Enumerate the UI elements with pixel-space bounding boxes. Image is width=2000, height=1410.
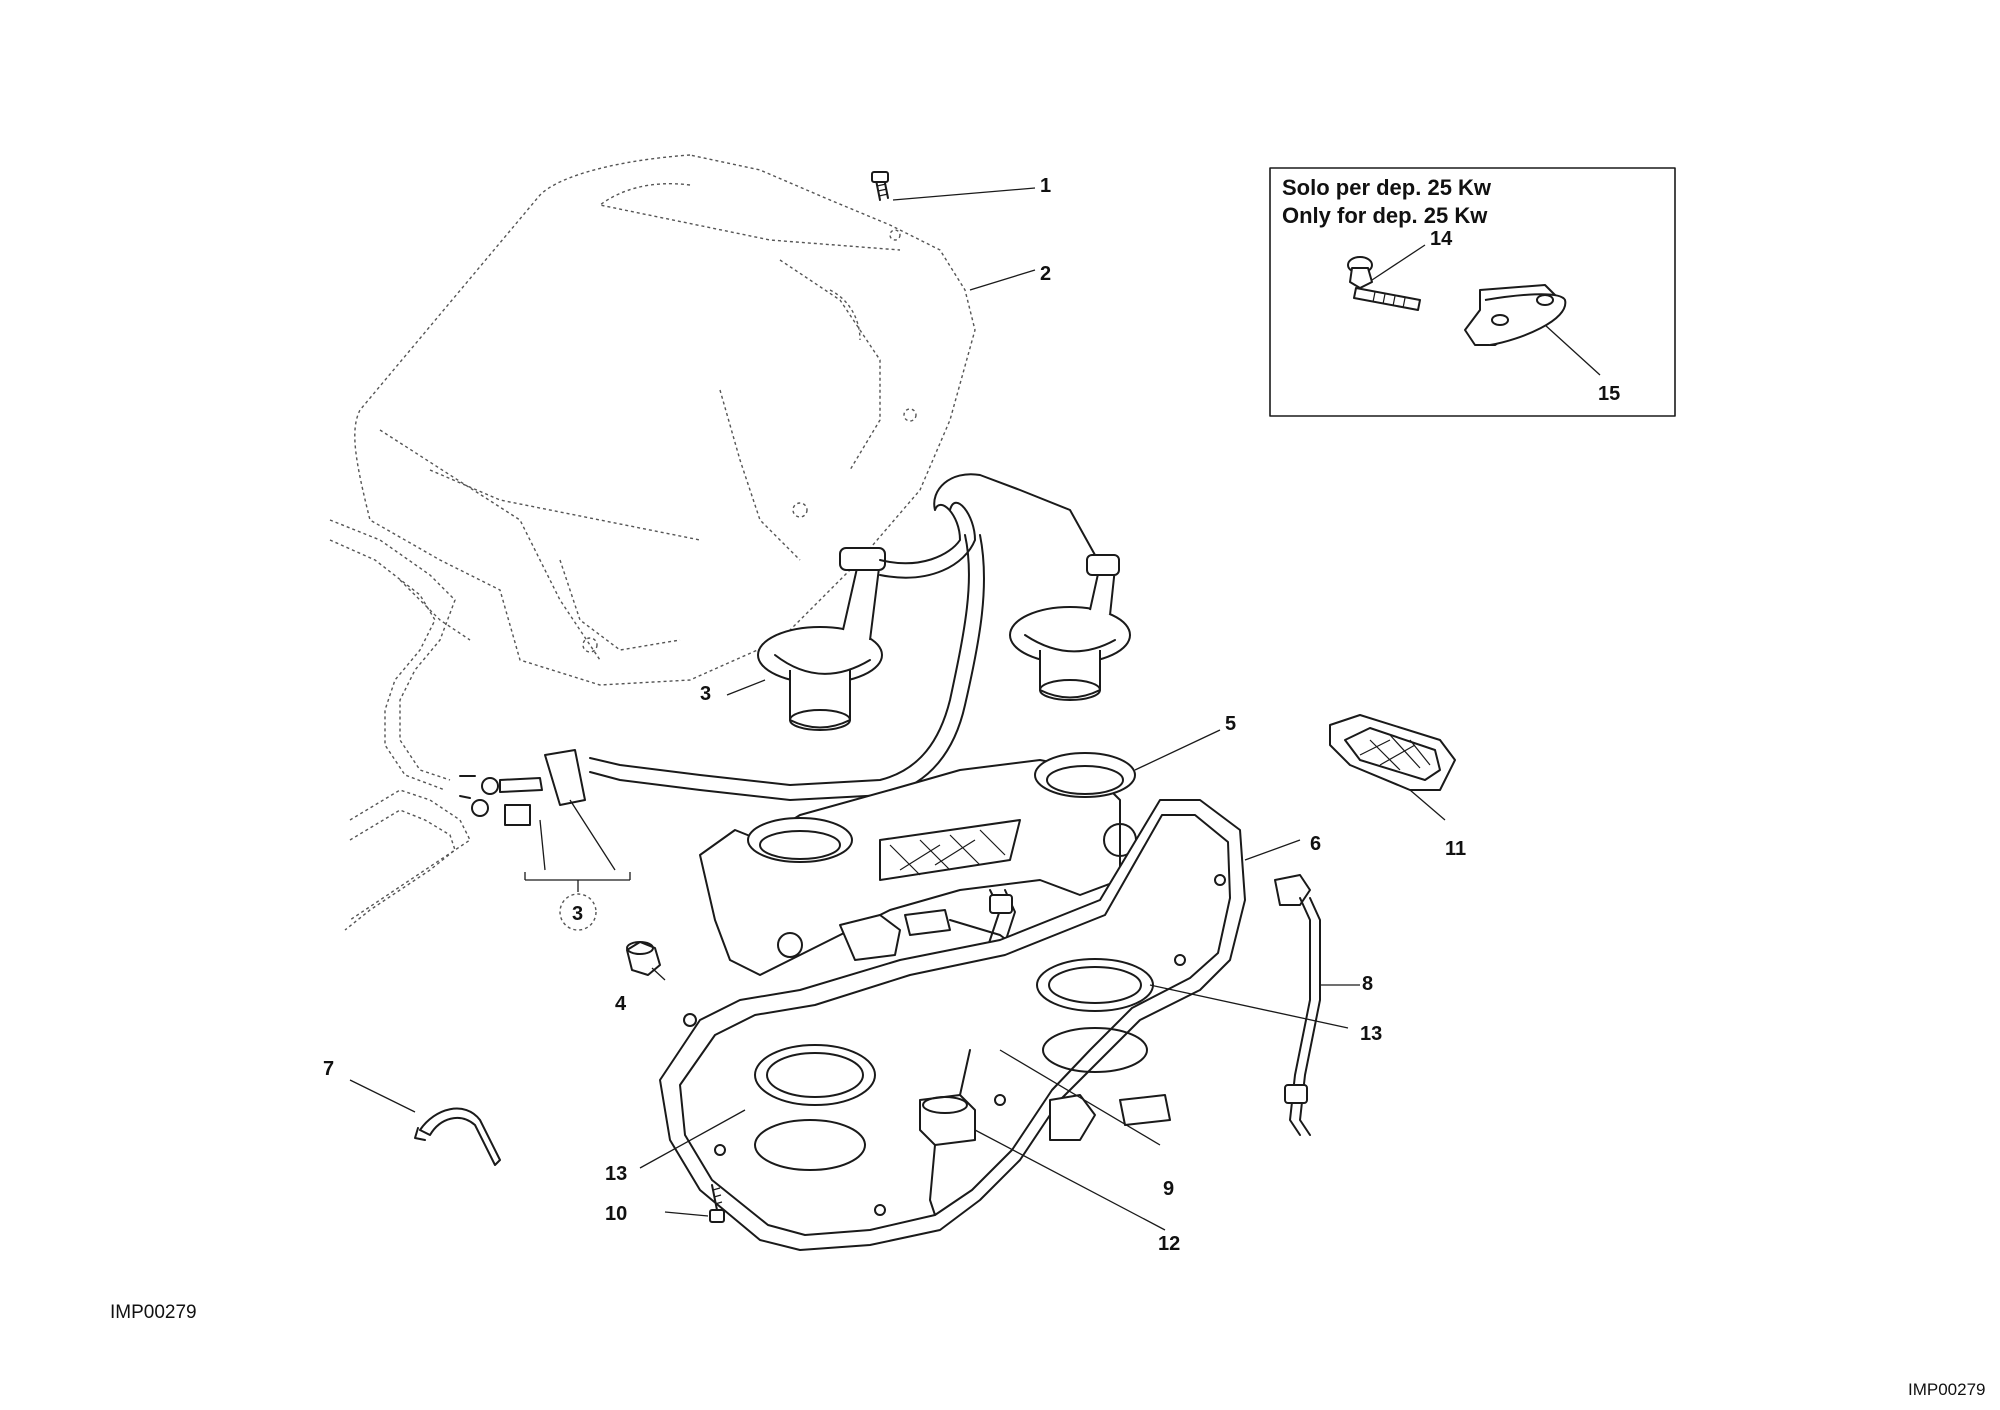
airbox-base-part-6 [659,799,1246,1251]
callout-13a: 13 [605,1163,627,1185]
t-fitting-assembly [459,749,586,826]
clamp-strap-part-7 [414,1107,501,1166]
air-filter-part-11 [1329,714,1456,791]
callout-6: 6 [1310,833,1321,855]
callout-10: 10 [605,1203,627,1225]
bracket-part-15 [1464,284,1567,346]
sensor-part-12 [919,1049,976,1216]
callout-3a: 3 [700,683,711,705]
throttle-body-assembly-part-5 [699,752,1137,1064]
callout-11: 11 [1445,838,1466,860]
callout-13b: 13 [1360,1023,1382,1045]
callout-12: 12 [1158,1233,1180,1255]
leader-lines [349,187,1601,1231]
callout-7: 7 [323,1058,334,1080]
footer-code: IMP00279 [1908,1380,1986,1399]
group-bracket [524,799,631,931]
pin-part-14 [1347,256,1421,311]
intake-trumpet-part-3-right [1009,554,1131,701]
airbox-cover-part-2 [329,154,976,931]
callout-4: 4 [615,993,627,1015]
o-ring-part-13-left [754,1044,876,1171]
inset-line-2: Only for dep. 25 Kw [1282,203,1488,228]
callout-15: 15 [1598,383,1620,405]
sensor-cable-part-8 [1274,874,1321,1136]
inset-line-1: Solo per dep. 25 Kw [1282,175,1492,200]
callout-3b: 3 [572,903,583,925]
plug-part-4 [626,941,661,976]
callout-1: 1 [1040,175,1051,197]
callout-2: 2 [1040,263,1051,285]
intake-trumpet-part-3-left [757,547,886,731]
callout-8: 8 [1362,973,1373,995]
callout-9: 9 [1163,1178,1174,1200]
screw-part-1 [871,171,889,201]
inset-panel: Solo per dep. 25 Kw Only for dep. 25 Kw [1269,167,1676,417]
drawing-code: IMP00279 [110,1302,197,1323]
callout-14: 14 [1430,228,1453,250]
callout-labels: 1 2 3 3 4 5 6 7 8 9 10 11 12 13 13 14 15 [323,175,1620,1255]
bolt-part-10 [709,1184,725,1223]
callout-5: 5 [1225,713,1236,735]
